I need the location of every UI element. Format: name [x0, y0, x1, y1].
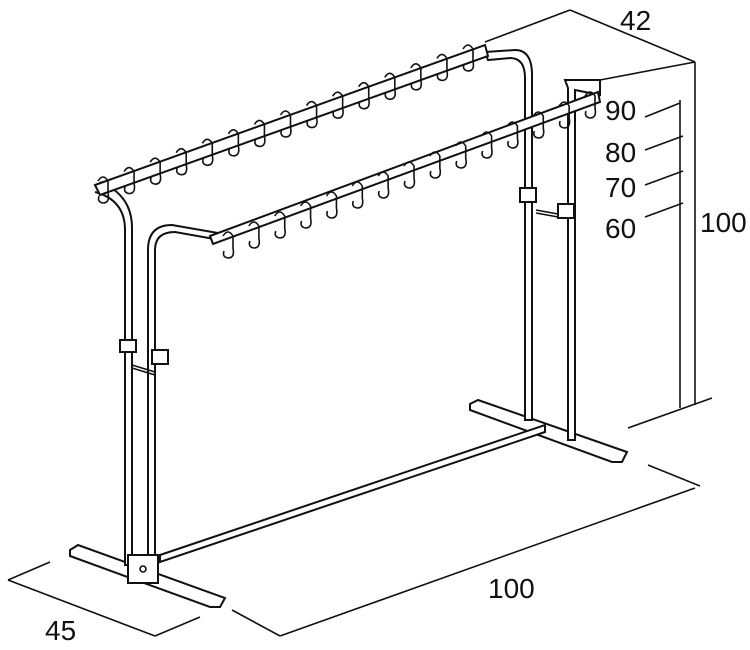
s-hook [480, 131, 493, 159]
left-back-clamp [119, 339, 137, 353]
dim-height-90: 90 [605, 95, 636, 126]
hooks [97, 44, 597, 259]
s-hook [410, 63, 423, 91]
s-hook [175, 147, 188, 176]
s-hook [325, 191, 338, 219]
left-base-plate [127, 554, 159, 584]
s-hook [97, 176, 110, 204]
s-hook [377, 171, 390, 199]
s-hook [403, 161, 416, 189]
s-hook [331, 91, 344, 119]
right-front-clamp [557, 203, 575, 219]
s-hook [299, 201, 312, 229]
dim-height-total: 100 [700, 207, 747, 238]
right-back-clamp [519, 187, 537, 203]
s-hook [123, 166, 136, 195]
s-hook [201, 138, 214, 167]
s-hook [506, 121, 519, 149]
back-rail [93, 43, 490, 197]
s-hook [227, 129, 240, 157]
s-hook [358, 81, 370, 110]
s-hook [149, 157, 162, 185]
s-hook [584, 91, 597, 119]
front-rail [208, 90, 602, 246]
dim-height-70: 70 [605, 172, 636, 203]
s-hook [274, 211, 286, 239]
s-hook [351, 181, 364, 209]
dimension-labels: 42 90 80 70 60 100 100 45 [45, 5, 747, 646]
s-hook [429, 151, 442, 179]
s-hook [248, 221, 261, 249]
rack-frame [69, 43, 629, 608]
s-hook [532, 111, 545, 139]
s-hook [462, 44, 475, 72]
crossbar [159, 423, 546, 564]
s-hook [384, 72, 397, 101]
dim-base-depth: 45 [45, 615, 76, 646]
dim-top-depth: 42 [620, 5, 651, 36]
dim-height-80: 80 [605, 137, 636, 168]
dim-length: 100 [488, 573, 535, 604]
dim-height-60: 60 [605, 213, 636, 244]
right-foot [469, 398, 629, 463]
right-back-upright [483, 48, 533, 421]
left-front-clamp [151, 349, 169, 365]
left-back-upright [94, 181, 133, 566]
s-hook [455, 141, 467, 169]
right-front-upright [563, 79, 601, 441]
s-hook [436, 53, 449, 82]
s-hook [305, 100, 318, 129]
left-front-upright [147, 223, 222, 571]
dimension-lines [7, 9, 713, 637]
s-hook [279, 110, 292, 138]
s-hook [253, 119, 266, 148]
s-hook [558, 101, 571, 129]
s-hook [222, 231, 235, 259]
